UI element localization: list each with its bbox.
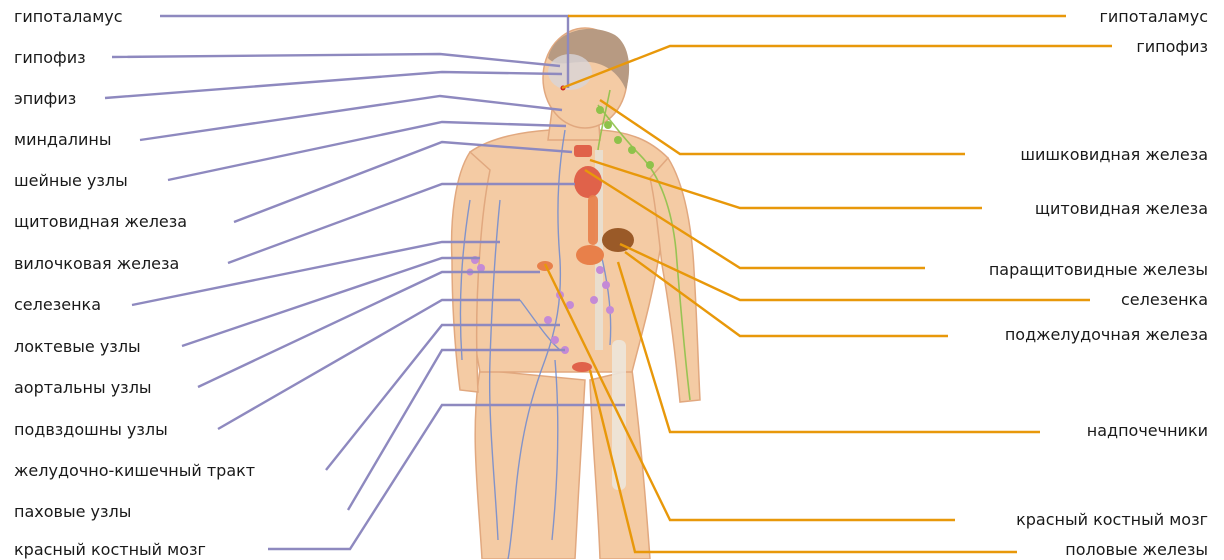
lymph-label-gi-tract: желудочно-кишечный тракт [14,461,255,481]
endocrine-leader-line-2 [600,100,965,154]
endo-label-gonads: половые железы [1065,540,1208,560]
lymph-label-iliac-nodes: подвздошны узлы [14,420,168,440]
endo-label-bone-marrow: красный костный мозг [1016,510,1208,530]
thyroid-organ [574,145,592,157]
endo-label-pineal: шишковидная железа [1020,145,1208,165]
lymphatic-leader-line-2 [105,72,562,98]
endocrine-leader-line-1 [562,46,1112,88]
endo-label-pituitary: гипофиз [1136,37,1208,57]
lymphatic-leader-line-3 [140,96,562,140]
endo-label-adrenal: надпочечники [1087,421,1208,441]
lymph-label-tonsils: миндалины [14,130,112,150]
lymph-label-thyroid: щитовидная железа [14,212,187,232]
lymph-label-bone-marrow: красный костный мозг [14,540,206,560]
lymphatic-leader-line-7 [132,242,500,305]
right-leg [475,370,585,559]
lymph-label-spleen: селезенка [14,295,101,315]
endo-label-parathyroid: паращитовидные железы [989,260,1208,280]
lymph-label-cervical-nodes: шейные узлы [14,171,128,191]
lymph-label-pituitary: гипофиз [14,48,86,68]
endo-label-hypothalamus: гипоталамус [1099,7,1208,27]
lymph-label-hypothalamus: гипоталамус [14,7,123,27]
lymphatic-leader-line-1 [112,54,560,66]
lymph-label-inguinal-nodes: паховые узлы [14,502,131,522]
left-arm [650,158,700,402]
human-body-figure [452,28,700,559]
endocrine-leader-line-9 [590,370,1017,552]
lymph-label-aortic-nodes: аортальны узлы [14,378,152,398]
endo-label-spleen: селезенка [1121,290,1208,310]
lymph-label-epiphysis: эпифиз [14,89,76,109]
stomach-organ [576,245,604,265]
lymph-label-thymus: вилочковая железа [14,254,179,274]
intestine-column [588,195,598,245]
endo-label-thyroid: щитовидная железа [1035,199,1208,219]
endo-label-pancreas: поджелудочная железа [1005,325,1208,345]
lymph-label-elbow-nodes: локтевые узлы [14,337,141,357]
